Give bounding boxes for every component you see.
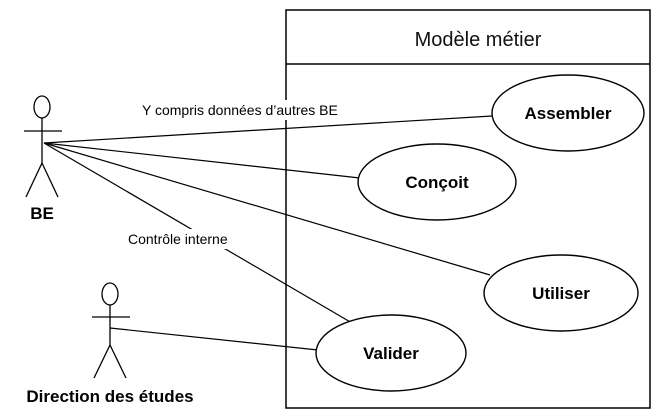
actor-direction: Direction des études xyxy=(26,282,194,406)
actor-be: BE xyxy=(24,95,62,223)
system-title: Modèle métier xyxy=(415,29,542,51)
use-case-label: Conçoit xyxy=(405,173,469,192)
use-case-concoit: Conçoit xyxy=(357,143,517,221)
association-be-concoit xyxy=(43,142,361,179)
association-direction-valider xyxy=(109,327,319,351)
associations xyxy=(43,115,493,351)
edge-label-bg xyxy=(124,229,266,249)
system-boundary: Modèle métier xyxy=(285,9,651,409)
actor-label: Direction des études xyxy=(26,387,193,406)
edge-label-assembler-group: Y compris données d’autres BE xyxy=(136,100,382,120)
stick-figure-icon xyxy=(24,95,62,198)
actor-label: BE xyxy=(30,204,54,223)
edge-label-bg xyxy=(136,100,382,120)
edge-label-valider: Contrôle interne xyxy=(128,231,228,247)
use-case-label: Utiliser xyxy=(532,284,590,303)
use-case-ellipse xyxy=(315,314,467,392)
edge-label-assembler: Y compris données d’autres BE xyxy=(142,102,338,118)
use-case-label: Valider xyxy=(363,344,419,363)
use-case-ellipse xyxy=(491,74,645,152)
use-case-ellipse xyxy=(357,143,517,221)
association-be-assembler xyxy=(43,115,493,144)
use-case-label: Assembler xyxy=(525,104,612,123)
use-case-assembler: Assembler xyxy=(491,74,645,152)
association-be-utiliser xyxy=(43,142,491,276)
use-case-valider: Valider xyxy=(315,314,467,392)
use-case-ellipse xyxy=(483,254,639,332)
edge-label-valider-group: Contrôle interne xyxy=(124,229,266,249)
system-boundary-box xyxy=(285,9,651,409)
stick-figure-icon xyxy=(92,282,130,379)
use-case-utiliser: Utiliser xyxy=(483,254,639,332)
